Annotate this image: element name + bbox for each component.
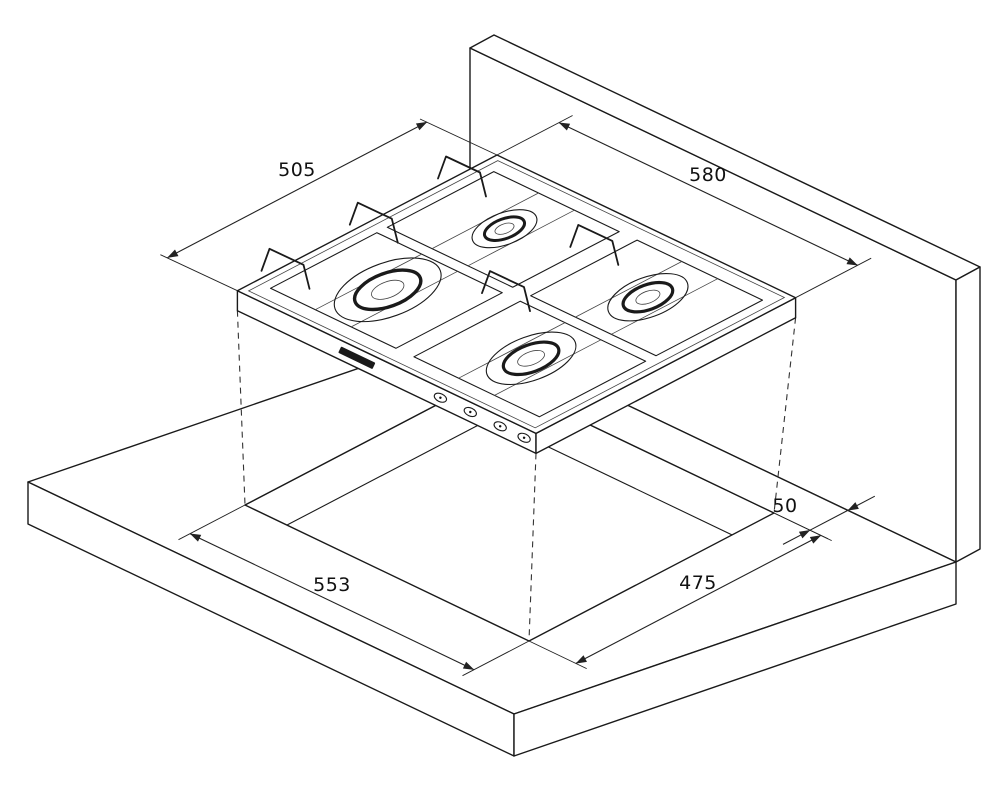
control-knobs [433, 392, 531, 443]
burner-back [471, 209, 538, 249]
burner-right [607, 272, 689, 322]
knob [517, 432, 531, 443]
dimension-wall-clearance: 50 [772, 492, 876, 545]
knob [463, 406, 477, 418]
dimension-cutout-width: 553 [178, 504, 530, 677]
witness-line [178, 504, 246, 541]
burner-left [333, 257, 442, 323]
dim-label-cutout-depth: 475 [679, 572, 717, 594]
dimension-line [809, 509, 849, 531]
tray-right [530, 239, 764, 357]
wall-end-face [955, 266, 981, 563]
dimension-line [167, 121, 428, 259]
dimension-annotations: 505 580 553 475 [160, 115, 876, 677]
support-bar [575, 261, 682, 318]
knob [433, 392, 448, 403]
witness-line [773, 512, 829, 540]
dim-label-hob-width: 580 [689, 164, 727, 186]
burner-front [485, 331, 577, 386]
knob [493, 421, 507, 432]
dimension-arrow-left [782, 529, 811, 545]
dimension-cutout-depth: 475 [528, 512, 832, 670]
dimension-hob-width: 580 [496, 115, 872, 299]
dim-label-wall-clearance: 50 [772, 495, 797, 517]
trivet-wire [437, 155, 487, 198]
support-bar [611, 278, 718, 335]
dim-label-cutout-width: 553 [313, 574, 351, 596]
dim-label-hob-depth: 505 [278, 159, 316, 181]
witness-line [496, 115, 573, 156]
projection-lines [236, 310, 797, 642]
witness-line [811, 492, 866, 520]
dimension-arrow-right [847, 495, 876, 511]
dimension-line [189, 533, 475, 671]
brand-logo [338, 346, 376, 369]
projection-line-front [528, 453, 537, 642]
trivet-wire [481, 270, 531, 312]
tray-front [413, 300, 647, 418]
dimension-line [558, 122, 858, 266]
witness-line [795, 257, 872, 299]
witness-line [528, 640, 587, 670]
tray-left [269, 232, 503, 349]
support-bar [494, 339, 602, 396]
witness-line [419, 118, 498, 156]
witness-line [160, 254, 238, 292]
dimension-hob-depth: 505 [160, 118, 498, 292]
dimension-line [575, 534, 822, 664]
